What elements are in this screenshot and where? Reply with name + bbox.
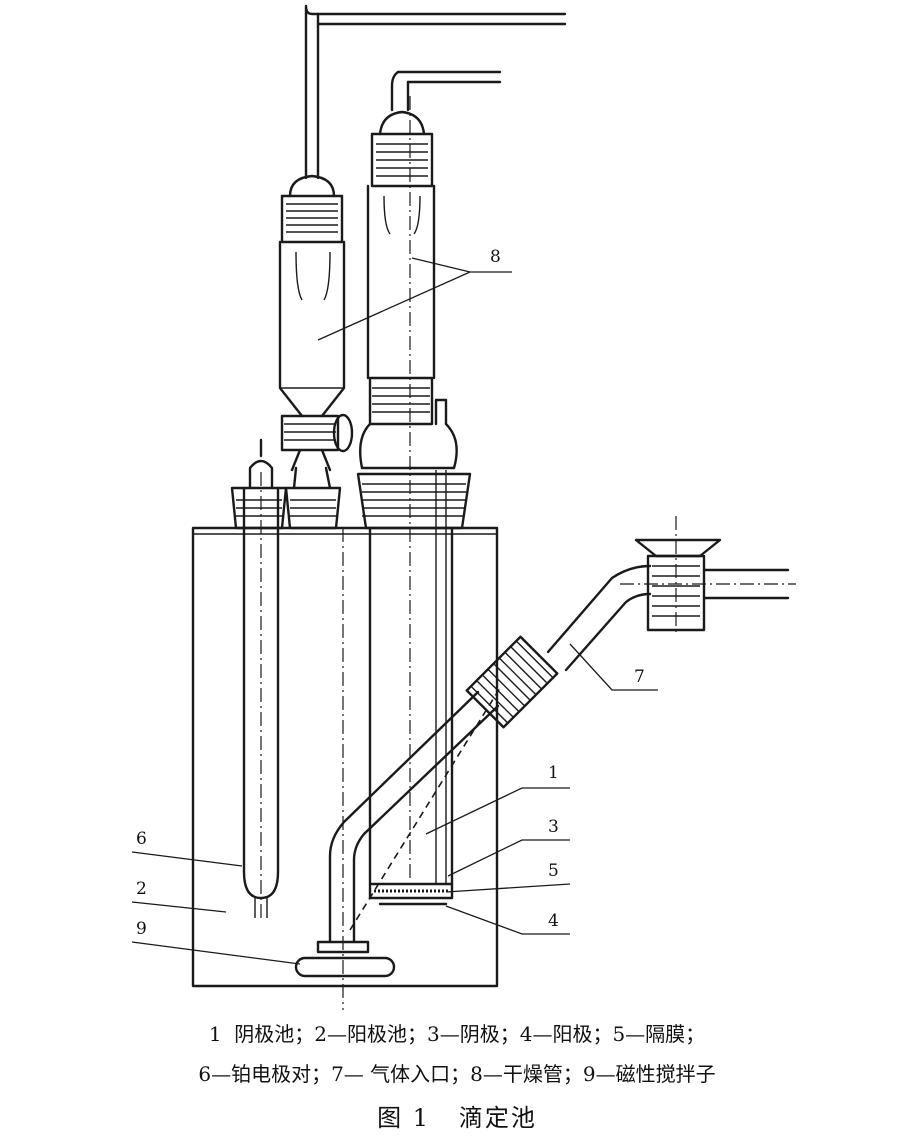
label-2: 2 (136, 879, 147, 899)
gas-inlet-tube (328, 516, 796, 944)
figure-title: 图 1 滴定池 (377, 1104, 537, 1132)
magnetic-stir-bar (294, 528, 396, 1010)
label-6: 6 (136, 829, 147, 849)
joint-sleeve (465, 635, 559, 729)
label-8: 8 (490, 247, 501, 267)
gas-inlet-stopcock (620, 516, 796, 634)
label-1: 1 (548, 763, 559, 783)
label-5: 5 (548, 861, 559, 881)
label-4: 4 (548, 911, 559, 931)
legend-line-2: 6—铂电极对；7— 气体入口；8—干燥管；9—磁性搅拌子 (198, 1062, 716, 1086)
stopcock (280, 413, 354, 472)
stopper-right (356, 472, 472, 530)
label-7: 7 (634, 667, 645, 687)
cathode-compartment (368, 96, 454, 906)
stopper-middle (284, 466, 342, 530)
callout-leaders (131, 257, 658, 965)
drying-tube-left (278, 4, 567, 418)
drying-tube-right (359, 70, 502, 470)
legend-line-1: 1 阴极池；2—阳极池；3—阴极；4—阳极；5—隔膜； (208, 1022, 706, 1046)
platinum-electrode-pair (242, 438, 280, 920)
label-9: 9 (136, 919, 147, 939)
label-3: 3 (548, 817, 559, 837)
titration-cell-diagram: 8 7 1 3 5 4 6 2 9 (131, 4, 796, 1010)
